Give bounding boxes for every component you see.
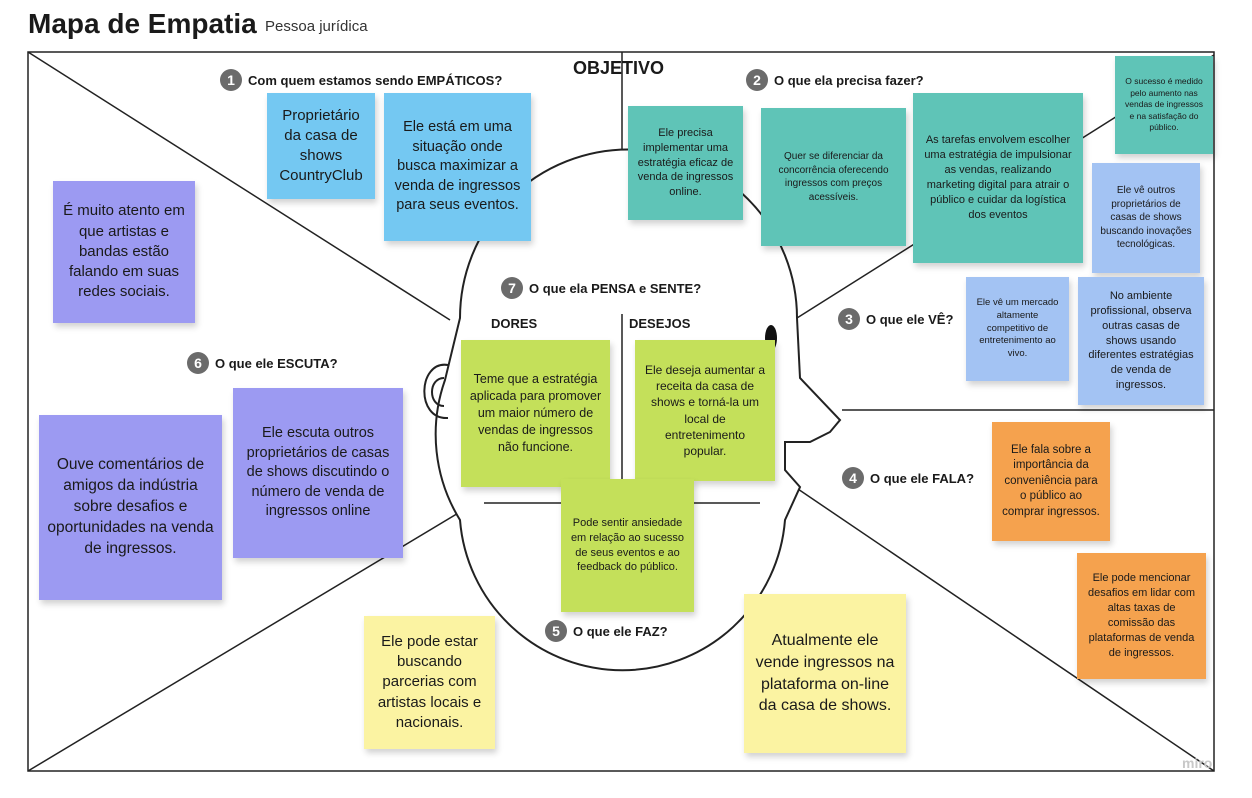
sticky-note-see-1[interactable]: Ele vê outros proprietários de casas de … (1092, 163, 1200, 273)
page-title: Mapa de Empatia (28, 8, 257, 39)
section-number: 5 (545, 620, 567, 642)
section-label: O que ele FALA? (870, 470, 975, 486)
section-3-heading: 3 O que ele VÊ? (838, 308, 953, 330)
sticky-note-objective[interactable]: O sucesso é medido pelo aumento nas vend… (1115, 56, 1213, 154)
section-6-heading: 6 O que ele ESCUTA? (187, 352, 338, 374)
sticky-note-hear-2[interactable]: Ele escuta outros proprietários de casas… (233, 388, 403, 558)
sticky-note-say-2[interactable]: Ele pode mencionar desafios em lidar com… (1077, 553, 1206, 679)
sticky-note-hear-1[interactable]: Ouve comentários de amigos da indústria … (39, 415, 222, 600)
section-label: Com quem estamos sendo EMPÁTICOS? (248, 72, 503, 88)
section-1-heading: 1 Com quem estamos sendo EMPÁTICOS? (220, 69, 502, 91)
sticky-note-pain[interactable]: Teme que a estratégia aplicada para prom… (461, 340, 610, 487)
section-2-heading: 2 O que ela precisa fazer? (746, 69, 924, 91)
sticky-note-need-3[interactable]: As tarefas envolvem escolher uma estraté… (913, 93, 1083, 263)
section-label: O que ele ESCUTA? (215, 355, 338, 371)
section-number: 2 (746, 69, 768, 91)
sticky-note-see-2[interactable]: Ele vê um mercado altamente competitivo … (966, 277, 1069, 381)
sticky-note-owner[interactable]: Proprietário da casa de shows CountryClu… (267, 93, 375, 199)
section-number: 3 (838, 308, 860, 330)
section-label: O que ele VÊ? (866, 311, 954, 327)
section-4-heading: 4 O que ele FALA? (842, 467, 974, 489)
sticky-note-desire[interactable]: Ele deseja aumentar a receita da casa de… (635, 340, 775, 481)
sticky-note-situation[interactable]: Ele está em uma situação onde busca maxi… (384, 93, 531, 241)
ear-icon (423, 363, 449, 420)
sticky-note-need-2[interactable]: Quer se diferenciar da concorrência ofer… (761, 108, 906, 246)
miro-watermark-logo: miro (1182, 755, 1213, 771)
sticky-note-do-1[interactable]: Ele pode estar buscando parcerias com ar… (364, 616, 495, 749)
section-label: O que ela PENSA e SENTE? (529, 280, 702, 296)
sticky-note-do-2[interactable]: Atualmente ele vende ingressos na plataf… (744, 594, 906, 753)
sticky-note-anxiety[interactable]: Pode sentir ansiedade em relação ao suce… (561, 479, 694, 612)
section-number: 1 (220, 69, 242, 91)
section-7-heading: 7 O que ela PENSA e SENTE? (501, 277, 701, 299)
sticky-note-say-1[interactable]: Ele fala sobre a importância da conveniê… (992, 422, 1110, 541)
sticky-note-attentive[interactable]: É muito atento em que artistas e bandas … (53, 181, 195, 323)
page-subtitle: Pessoa jurídica (265, 18, 368, 35)
section-number: 7 (501, 277, 523, 299)
pains-heading: DORES (491, 316, 538, 331)
section-number: 6 (187, 352, 209, 374)
objective-heading: OBJETIVO (573, 58, 665, 78)
section-5-heading: 5 O que ele FAZ? (545, 620, 668, 642)
section-number: 4 (842, 467, 864, 489)
sticky-note-need-1[interactable]: Ele precisa implementar uma estratégia e… (628, 106, 743, 220)
desires-heading: DESEJOS (629, 316, 691, 331)
section-label: O que ele FAZ? (573, 623, 668, 639)
section-label: O que ela precisa fazer? (774, 72, 924, 88)
sticky-note-see-3[interactable]: No ambiente profissional, observa outras… (1078, 277, 1204, 405)
